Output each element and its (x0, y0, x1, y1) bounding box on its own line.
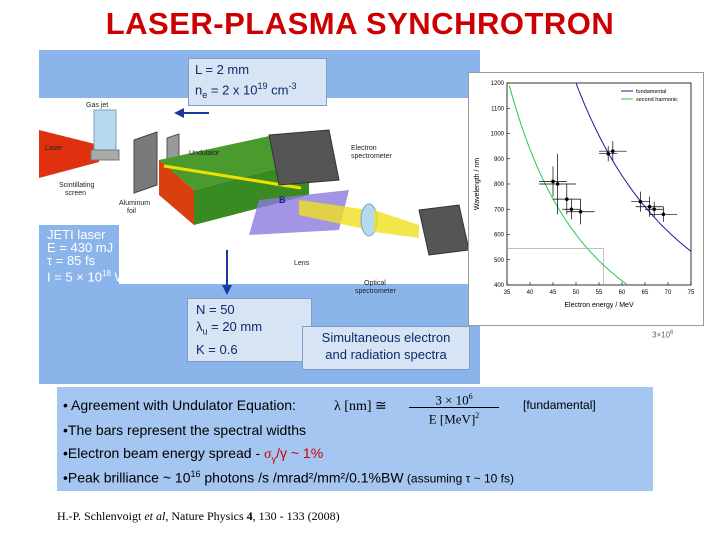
y-tick-label: 400 (494, 283, 505, 289)
period-length-param: λu = 20 mm (196, 319, 263, 337)
legend-label: second harmonic (636, 97, 678, 103)
jeti-name: JETI laser (47, 227, 106, 242)
data-point (578, 209, 583, 214)
scint-label: Scintillating (59, 182, 95, 189)
chart-plot: 35 40 45 50 55 60 65 70 75 400 500 600 700 800 900 1000… (474, 81, 695, 309)
simultaneous-spectra-callout: Simultaneous electron and radiation spec… (302, 326, 470, 370)
periods-param: N = 50 (196, 302, 235, 317)
data-point (611, 149, 615, 153)
undulator-equation-lhs: λ [nm] ≅ (334, 399, 387, 414)
data-point (565, 197, 569, 201)
laser-beam-cone (39, 130, 99, 178)
y-tick-label: 600 (494, 233, 505, 239)
k-param: K = 0.6 (196, 341, 238, 357)
citation: H.-P. Schlenvoigt et al, Nature Physics … (57, 509, 340, 523)
fundamental-tag: [fundamental] (523, 398, 596, 412)
data-point (606, 151, 610, 156)
y-tick-label: 500 (494, 258, 505, 264)
undulator-parameters-callout: N = 50 λu = 20 mm K = 0.6 (187, 298, 312, 362)
x-tick-label: 45 (550, 290, 557, 296)
plasma-parameters-callout: L = 2 mm ne = 2 x 1019 cm-3 (188, 58, 327, 106)
o-spec-label: Optical (364, 280, 386, 287)
gas-jet-label: Gas jet (86, 102, 109, 109)
data-point (555, 182, 560, 186)
scint-label-2: screen (65, 190, 87, 197)
jeti-laser-parameters: JETI laser E = 430 mJ τ = 85 fs I = 5 × … (47, 228, 152, 283)
y-tick-label: 800 (494, 182, 505, 188)
jeti-duration: τ = 85 fs (47, 253, 96, 268)
simultaneous-line-2: and radiation spectra (325, 347, 447, 362)
b-field-label: B (279, 195, 286, 205)
overflow-equation-fragment: 3×106 (652, 330, 674, 340)
bullet-energy-spread: •Electron beam energy spread - σγ/γ ~ 1% (63, 445, 324, 464)
summary-bullets: • Agreement with Undulator Equation: λ [… (57, 387, 653, 491)
e-spec-label-2: spectrometer (351, 153, 392, 160)
bullet-undulator-equation: • Agreement with Undulator Equation: (63, 397, 296, 413)
y-axis-label: Wavelength / nm (474, 158, 481, 210)
y-tick-label: 1100 (491, 106, 505, 112)
e-spec-label: Electron (351, 145, 377, 152)
x-tick-label: 65 (642, 290, 649, 296)
x-tick-label: 55 (596, 290, 603, 296)
foil-label: Aluminum (119, 200, 151, 207)
lens-label: Lens (294, 260, 310, 267)
x-tick-label: 70 (665, 290, 672, 296)
x-tick-label: 60 (619, 290, 626, 296)
x-tick-label: 50 (573, 290, 580, 296)
foil-label-2: foil (127, 208, 136, 215)
x-axis-label: Electron energy / MeV (564, 302, 634, 309)
bullet-peak-brilliance: •Peak brilliance ~ 1016 photons /s /mrad… (63, 469, 515, 486)
undulator-label: Undulator (189, 150, 220, 157)
data-point (661, 212, 666, 217)
o-spec-label-2: spectrometer (355, 288, 396, 295)
data-point (638, 199, 643, 204)
jeti-intensity: I = 5 × 1018 W/cm2 (47, 269, 153, 285)
jeti-energy: E = 430 mJ (47, 240, 114, 255)
data-point (647, 204, 652, 209)
y-tick-label: 1200 (491, 81, 505, 87)
x-tick-label: 40 (527, 290, 534, 296)
undulator-equation-fraction: 3 × 106 E [MeV]2 (409, 389, 499, 428)
data-point (652, 207, 656, 212)
data-point (569, 207, 574, 212)
data-point (551, 179, 555, 184)
density-param: ne = 2 x 1019 cm-3 (195, 81, 297, 100)
plot-frame (506, 82, 692, 286)
laser-label: Laser (45, 145, 63, 152)
wavelength-energy-chart: 35 40 45 50 55 60 65 70 75 400 500 600 700 800 900 1000… (468, 72, 704, 326)
x-tick-label: 75 (688, 290, 695, 296)
legend-label: fundamental (636, 89, 666, 95)
y-tick-label: 1000 (491, 132, 505, 138)
y-tick-label: 700 (494, 207, 505, 213)
simultaneous-line-1: Simultaneous electron (321, 330, 451, 345)
y-tick-label: 900 (494, 157, 505, 163)
page-title: LASER-PLASMA SYNCHROTRON (105, 6, 615, 41)
bullet-spectral-widths: •The bars represent the spectral widths (63, 422, 307, 438)
length-param: L = 2 mm (195, 62, 250, 77)
second-harmonic-curve (508, 85, 627, 285)
x-tick-label: 35 (504, 290, 511, 296)
fundamental-curve (575, 82, 692, 252)
experiment-diagram-panel: L = 2 mm ne = 2 x 1019 cm-3 Gas jet Lase… (39, 50, 480, 384)
